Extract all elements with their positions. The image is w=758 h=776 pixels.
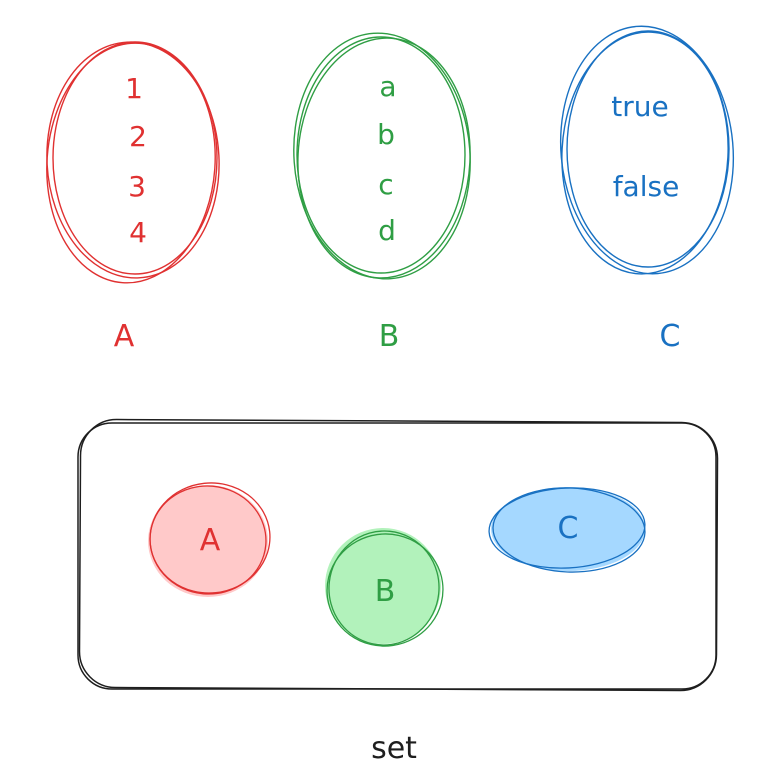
set-a-item-4: 4 [129, 216, 147, 249]
set-a-group: 1 2 3 4 A [46, 41, 220, 354]
set-b-item-d: d [378, 214, 396, 247]
set-container [77, 418, 719, 692]
set-c-group: true false C [559, 25, 735, 354]
set-b-item-a: a [379, 70, 396, 103]
set-b-item-c: c [378, 168, 393, 201]
set-c-ellipse [559, 25, 735, 275]
set-b-ellipse [293, 32, 471, 280]
member-a-label: A [200, 523, 221, 558]
container-label: set [371, 731, 417, 766]
set-a-item-1: 1 [125, 72, 143, 105]
member-b-label: B [375, 574, 396, 609]
set-b-group: a b c d B [293, 32, 471, 354]
member-b: B [325, 528, 444, 647]
member-c-label: C [558, 511, 579, 546]
member-a: A [148, 482, 271, 597]
set-c-item-false: false [613, 170, 680, 203]
member-c: C [488, 487, 646, 573]
set-b-label: B [379, 319, 400, 354]
set-a-label: A [114, 319, 135, 354]
set-c-label: C [660, 319, 681, 354]
set-a-item-3: 3 [128, 170, 146, 203]
set-a-ellipse [46, 41, 220, 284]
set-b-item-b: b [377, 118, 395, 151]
set-c-item-true: true [611, 90, 668, 123]
set-a-item-2: 2 [129, 120, 147, 153]
